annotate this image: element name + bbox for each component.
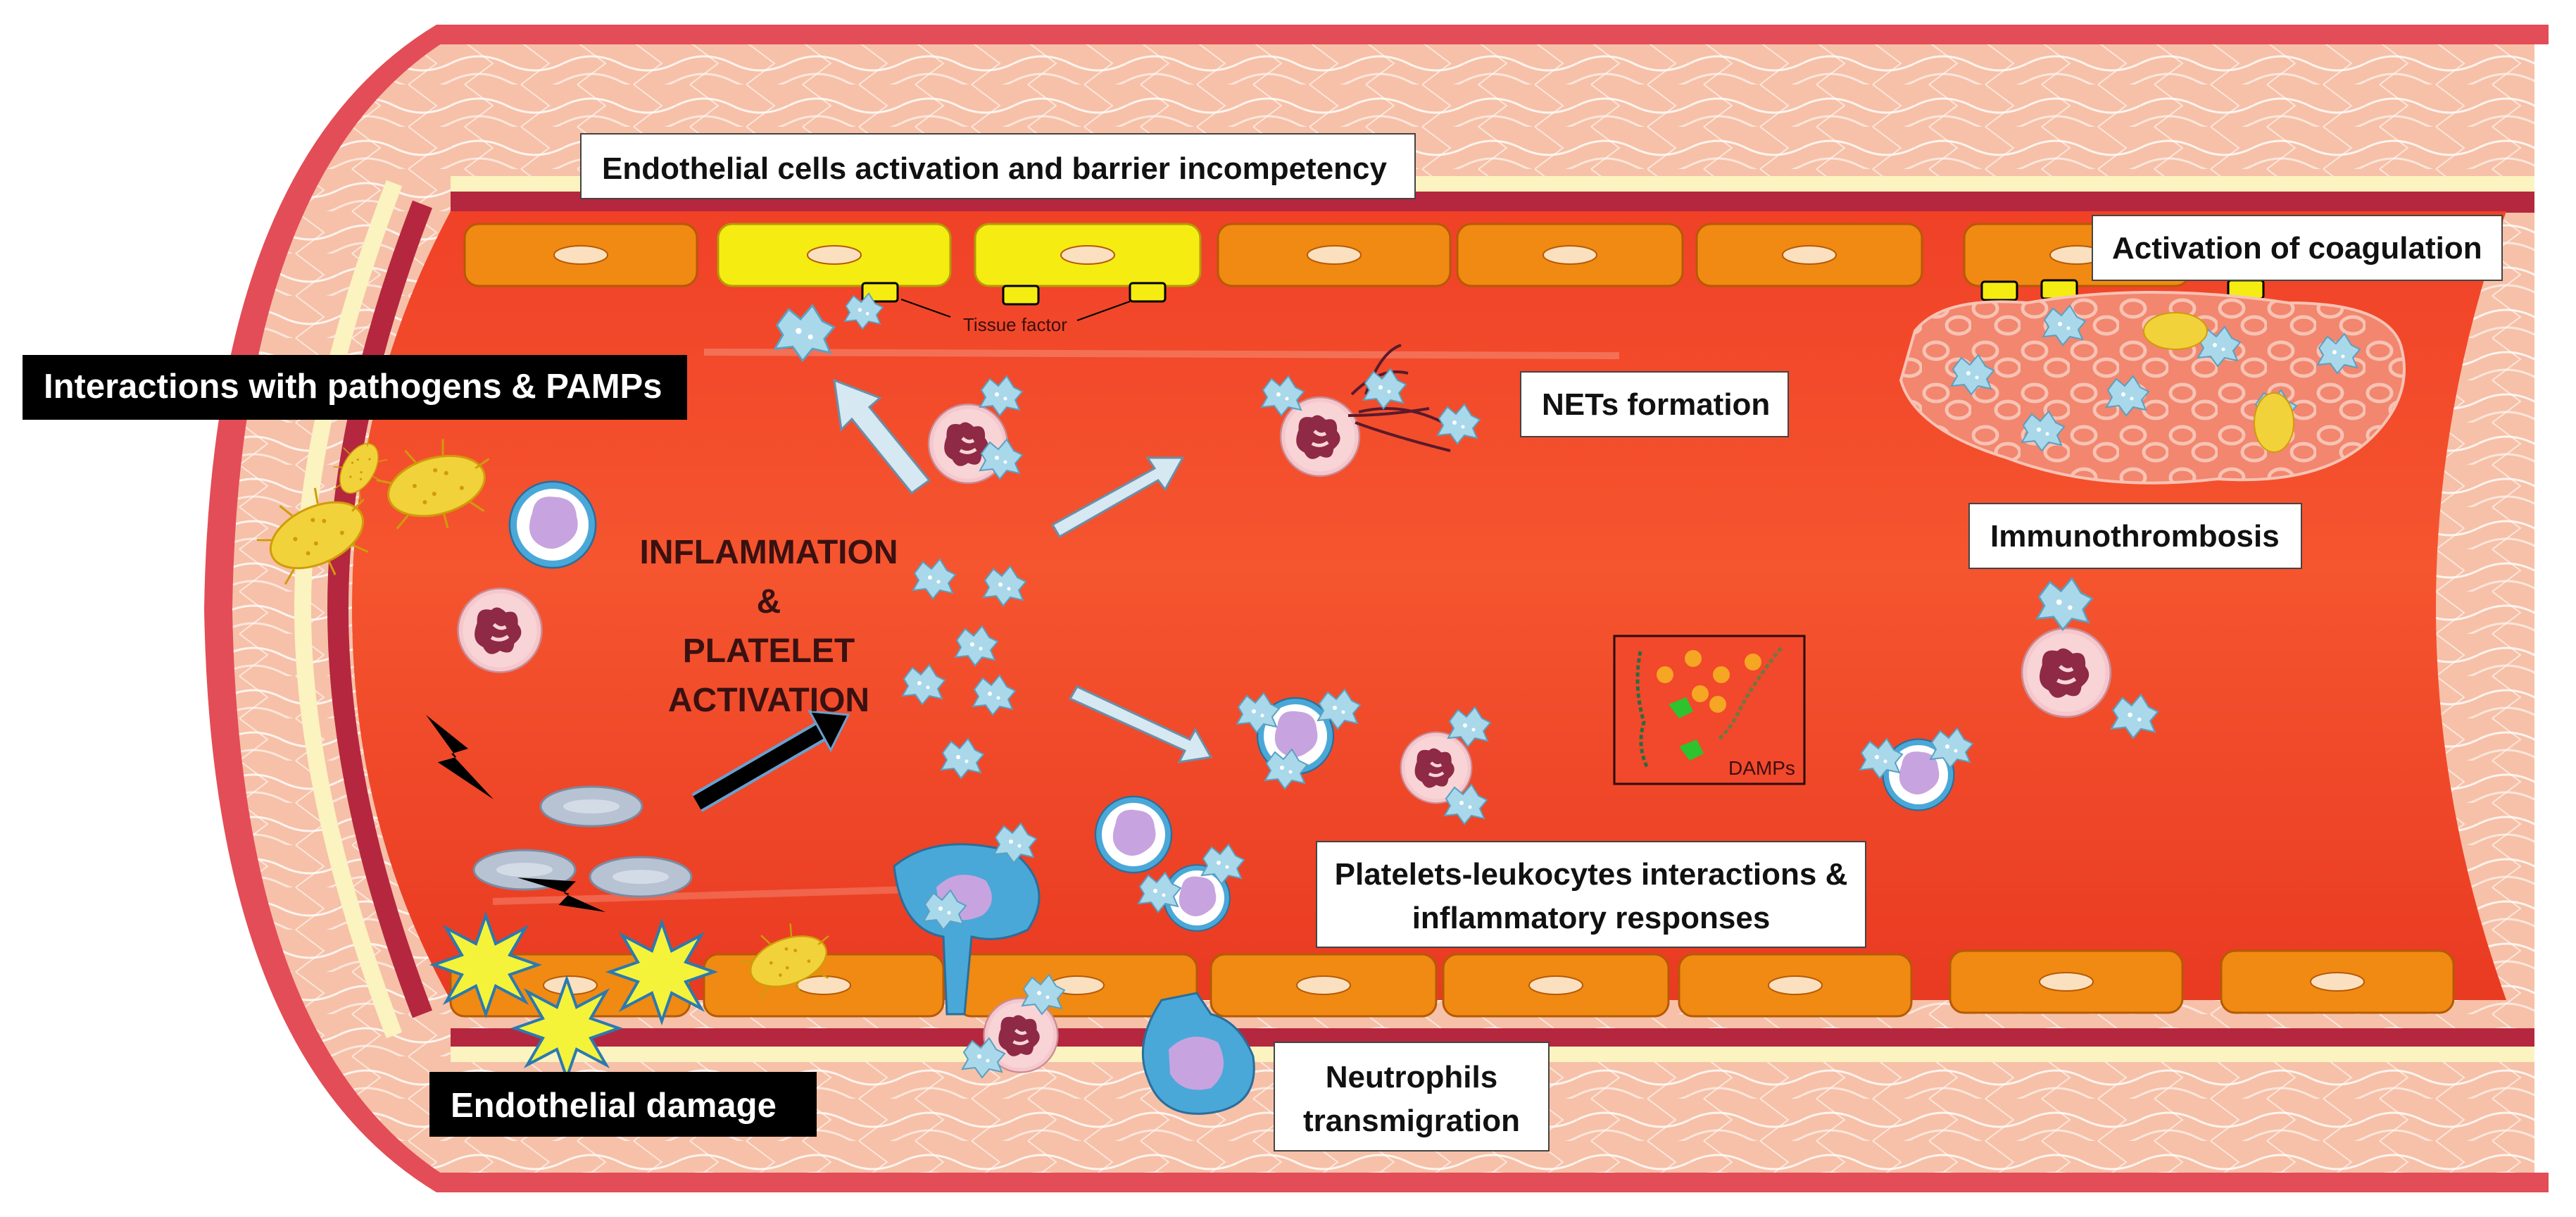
- svg-text:ACTIVATION: ACTIVATION: [668, 682, 869, 719]
- immunothrombosis-clot: [1899, 291, 2406, 485]
- bottom-endothelium: [449, 949, 2455, 1018]
- label-endothelial-damage: Endothelial damage: [429, 1072, 817, 1137]
- damps-box: DAMPs: [1613, 635, 1806, 785]
- svg-text:Activation of coagulation: Activation of coagulation: [2112, 231, 2482, 266]
- svg-text:inflammatory responses: inflammatory responses: [1412, 901, 1771, 935]
- svg-text:NETs formation: NETs formation: [1542, 387, 1770, 422]
- svg-text:Platelets-leukocytes interacti: Platelets-leukocytes interactions &: [1335, 857, 1848, 892]
- svg-text:PLATELET: PLATELET: [683, 632, 855, 670]
- label-coagulation: Activation of coagulation: [2092, 215, 2503, 281]
- neutrophil-right: [2022, 628, 2111, 717]
- label-pathogens: Interactions with pathogens & PAMPs: [23, 355, 687, 420]
- svg-text:Interactions with pathogens &: Interactions with pathogens & PAMPs: [44, 368, 662, 406]
- label-neutrophils-transmigration: Neutrophils transmigration: [1274, 1042, 1550, 1152]
- svg-text:Immunothrombosis: Immunothrombosis: [1990, 519, 2280, 554]
- label-immunothrombosis: Immunothrombosis: [1968, 503, 2302, 569]
- activation-arrow: [691, 710, 850, 812]
- label-platelet-leukocyte: Platelets-leukocytes interactions & infl…: [1316, 841, 1866, 948]
- net-neutrophil: [1261, 344, 1481, 476]
- outgoing-arrows: [833, 378, 1213, 763]
- svg-text:Endothelial damage: Endothelial damage: [451, 1087, 777, 1125]
- svg-text:Endothelial cells activation a: Endothelial cells activation and barrier…: [602, 151, 1388, 186]
- label-inflammation: INFLAMMATION & PLATELET ACTIVATION: [639, 534, 898, 719]
- svg-text:Neutrophils: Neutrophils: [1326, 1060, 1497, 1094]
- svg-text:transmigration: transmigration: [1303, 1104, 1520, 1138]
- label-nets: NETs formation: [1520, 371, 1789, 437]
- svg-text:&: &: [757, 583, 781, 620]
- svg-text:INFLAMMATION: INFLAMMATION: [639, 534, 898, 571]
- transmigrating-cells: [893, 795, 1255, 1115]
- neutrophil-left: [458, 589, 542, 673]
- tissue-factor-label: Tissue factor: [963, 314, 1067, 335]
- damps-label: DAMPs: [1728, 757, 1795, 779]
- label-endothelial-activation: Endothelial cells activation and barrier…: [580, 133, 1416, 199]
- monocyte-left: [508, 480, 597, 569]
